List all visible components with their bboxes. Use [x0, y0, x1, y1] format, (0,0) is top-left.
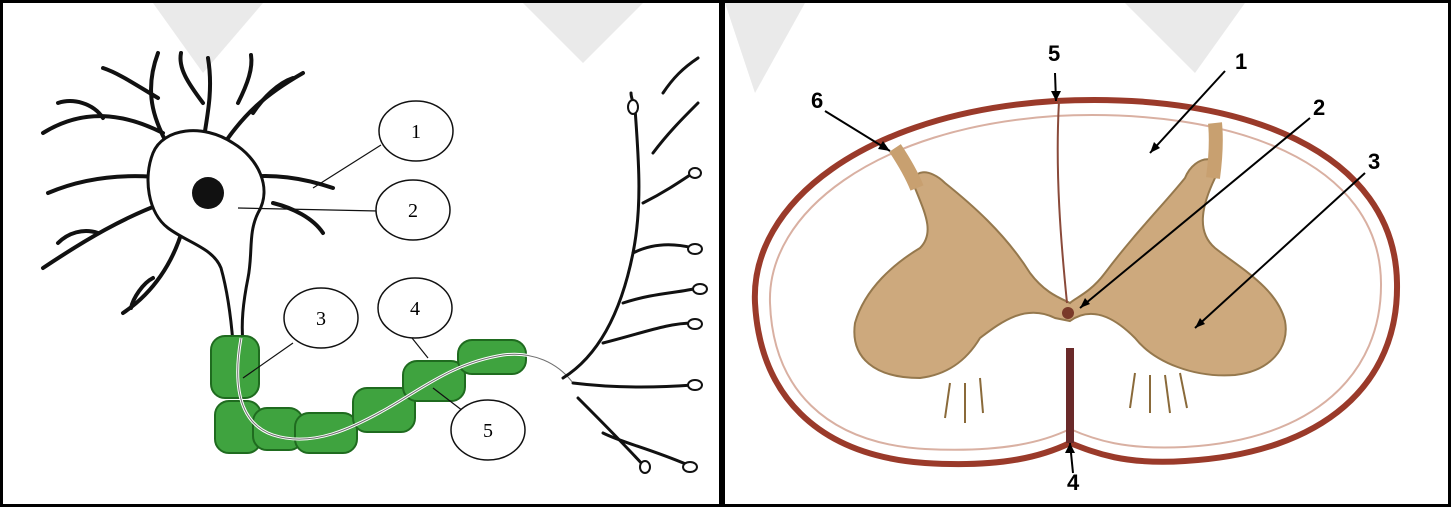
central-canal [1062, 307, 1074, 319]
neuron-diagram: 1 2 3 4 5 [3, 3, 719, 504]
nucleus [192, 177, 224, 209]
dorsal-root-right [1213, 123, 1216, 178]
cord-label-1: 1 [1235, 49, 1247, 74]
spinal-cord-diagram: 1 2 3 4 5 6 [725, 3, 1448, 504]
axon-terminals [563, 58, 698, 465]
callout-label-1: 1 [411, 121, 421, 143]
cord-label-3: 3 [1368, 149, 1380, 174]
callout-label-4: 4 [410, 298, 420, 320]
callout-label-3: 3 [316, 308, 326, 330]
callout-label-2: 2 [408, 200, 418, 222]
cord-label-5: 5 [1048, 41, 1060, 66]
watermark-shape [1125, 3, 1245, 73]
cord-label-6: 6 [811, 88, 823, 113]
cord-label-2: 2 [1313, 95, 1325, 120]
terminal-boutons [628, 100, 707, 473]
callout-label-5: 5 [483, 420, 493, 442]
spinal-cord-outline [755, 100, 1397, 464]
watermark-shape [725, 3, 805, 93]
cell-body [148, 131, 264, 343]
cord-label-4: 4 [1067, 470, 1080, 495]
spinal-cord-panel: 1 2 3 4 5 6 [722, 0, 1451, 507]
neuron-panel: 1 2 3 4 5 [0, 0, 722, 507]
watermark-shape [523, 3, 643, 63]
